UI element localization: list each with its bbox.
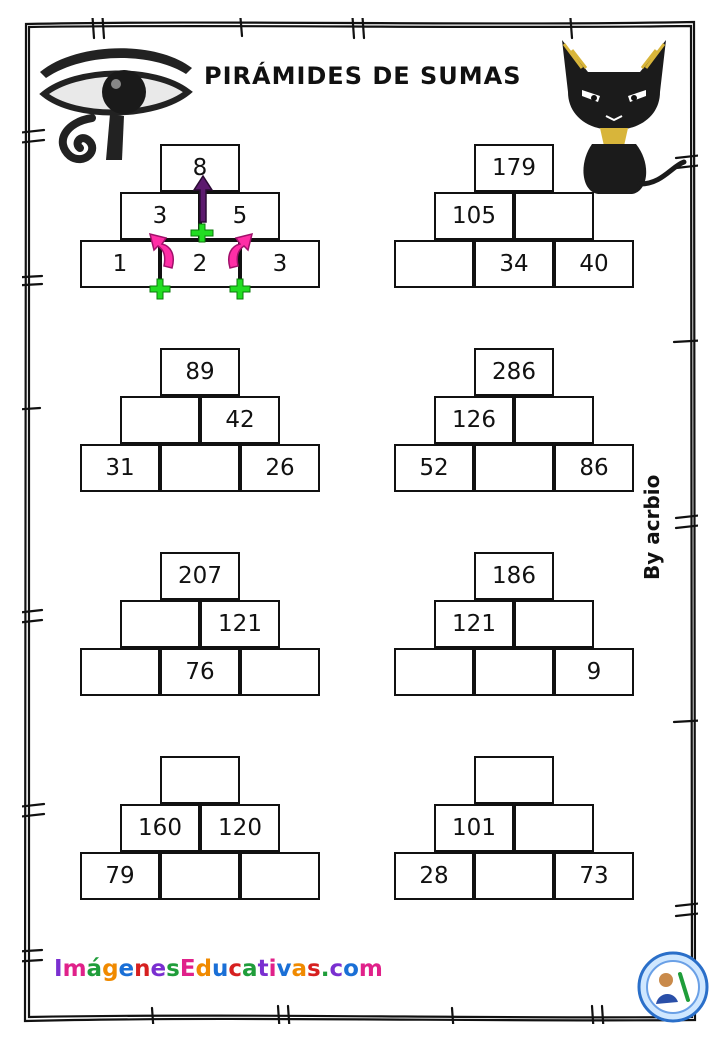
pyramid-bottom-cell[interactable] xyxy=(394,240,474,288)
pyramid-bottom-cell[interactable]: 76 xyxy=(160,648,240,696)
pyramid-middle-cell[interactable]: 120 xyxy=(200,804,280,852)
site-name-letter: t xyxy=(257,956,269,982)
pyramid-middle-cell[interactable]: 121 xyxy=(434,600,514,648)
pyramid-middle-cell[interactable] xyxy=(514,192,594,240)
site-name-letter: g xyxy=(102,956,119,982)
pyramid-bottom-cell[interactable] xyxy=(160,444,240,492)
pyramid: 8 3 5 1 2 3 xyxy=(80,144,324,292)
author-byline: By acrbio xyxy=(640,474,664,580)
pyramid-bottom-cell[interactable] xyxy=(394,648,474,696)
pyramid-middle-cell[interactable]: 5 xyxy=(200,192,280,240)
site-name-letter: . xyxy=(320,956,330,982)
site-name-letter: i xyxy=(268,956,277,982)
site-name-letter: u xyxy=(212,956,229,982)
pyramid-bottom-cell[interactable] xyxy=(160,852,240,900)
pyramid-middle-cell[interactable]: 160 xyxy=(120,804,200,852)
pyramid: 89 42 31 26 xyxy=(80,348,324,496)
site-name[interactable]: ImágenesEducativas.com xyxy=(54,956,383,982)
pyramid-top-cell[interactable]: 207 xyxy=(160,552,240,600)
pyramid-middle-cell[interactable] xyxy=(514,804,594,852)
pyramid: 207 121 76 xyxy=(80,552,324,700)
pyramid-bottom-cell[interactable]: 34 xyxy=(474,240,554,288)
pyramid-bottom-cell[interactable] xyxy=(474,648,554,696)
site-badge-icon xyxy=(637,951,709,1023)
pyramid-bottom-cell[interactable]: 73 xyxy=(554,852,634,900)
pyramid-middle-cell[interactable]: 121 xyxy=(200,600,280,648)
site-name-letter: m xyxy=(358,956,383,982)
pyramid-middle-cell[interactable] xyxy=(514,396,594,444)
pyramid-bottom-cell[interactable]: 28 xyxy=(394,852,474,900)
site-name-letter: s xyxy=(166,956,180,982)
pyramid-middle-cell[interactable]: 105 xyxy=(434,192,514,240)
site-name-letter: c xyxy=(329,956,344,982)
pyramid-top-cell[interactable]: 8 xyxy=(160,144,240,192)
site-name-letter: s xyxy=(306,956,321,982)
page-frame xyxy=(22,18,698,1024)
pyramid-top-cell[interactable]: 89 xyxy=(160,348,240,396)
page-title: PIRÁMIDES DE SUMAS xyxy=(204,62,522,90)
egyptian-cat-icon xyxy=(562,40,687,194)
pyramid-middle-cell[interactable]: 101 xyxy=(434,804,514,852)
pyramid: 186 121 9 xyxy=(394,552,638,700)
pyramid-bottom-cell[interactable]: 40 xyxy=(554,240,634,288)
pyramid-bottom-cell[interactable]: 9 xyxy=(554,648,634,696)
site-name-letter: d xyxy=(195,956,213,982)
site-name-letter: e xyxy=(150,956,167,982)
pyramid-top-cell[interactable] xyxy=(474,756,554,804)
pyramid-top-cell[interactable]: 179 xyxy=(474,144,554,192)
pyramid-top-cell[interactable]: 186 xyxy=(474,552,554,600)
pyramid-bottom-cell[interactable]: 26 xyxy=(240,444,320,492)
site-name-letter: a xyxy=(291,956,307,982)
pyramid-bottom-cell[interactable] xyxy=(80,648,160,696)
pyramid-middle-cell[interactable] xyxy=(120,600,200,648)
site-name-letter: n xyxy=(134,956,151,982)
site-name-letter: a xyxy=(242,956,258,982)
pyramid-middle-cell[interactable]: 42 xyxy=(200,396,280,444)
pyramid-bottom-cell[interactable]: 2 xyxy=(160,240,240,288)
pyramid-bottom-cell[interactable]: 52 xyxy=(394,444,474,492)
eye-of-horus-icon xyxy=(39,48,193,164)
pyramid-top-cell[interactable]: 286 xyxy=(474,348,554,396)
pyramid-bottom-cell[interactable] xyxy=(240,648,320,696)
pyramid-bottom-cell[interactable]: 31 xyxy=(80,444,160,492)
pyramid-middle-cell[interactable]: 126 xyxy=(434,396,514,444)
site-name-letter: á xyxy=(86,956,103,982)
pyramid-bottom-cell[interactable] xyxy=(240,852,320,900)
site-name-letter: v xyxy=(276,956,292,982)
site-name-letter: c xyxy=(228,956,243,982)
site-name-letter: I xyxy=(54,956,63,982)
site-name-letter: m xyxy=(62,956,87,982)
pyramid-bottom-cell[interactable]: 1 xyxy=(80,240,160,288)
pyramid: 160 120 79 xyxy=(80,756,324,904)
pyramid: 179 105 34 40 xyxy=(394,144,638,292)
pyramid-top-cell[interactable] xyxy=(160,756,240,804)
pyramid: 286 126 52 86 xyxy=(394,348,638,496)
site-name-letter: o xyxy=(343,956,359,982)
pyramid-bottom-cell[interactable] xyxy=(474,852,554,900)
site-name-letter: e xyxy=(118,956,135,982)
site-name-letter: E xyxy=(179,956,196,982)
pyramid-bottom-cell[interactable]: 86 xyxy=(554,444,634,492)
pyramid-bottom-cell[interactable]: 3 xyxy=(240,240,320,288)
pyramid-middle-cell[interactable]: 3 xyxy=(120,192,200,240)
pyramid-middle-cell[interactable] xyxy=(120,396,200,444)
pyramid-bottom-cell[interactable] xyxy=(474,444,554,492)
pyramid-middle-cell[interactable] xyxy=(514,600,594,648)
pyramid-bottom-cell[interactable]: 79 xyxy=(80,852,160,900)
pyramid: 101 28 73 xyxy=(394,756,638,904)
